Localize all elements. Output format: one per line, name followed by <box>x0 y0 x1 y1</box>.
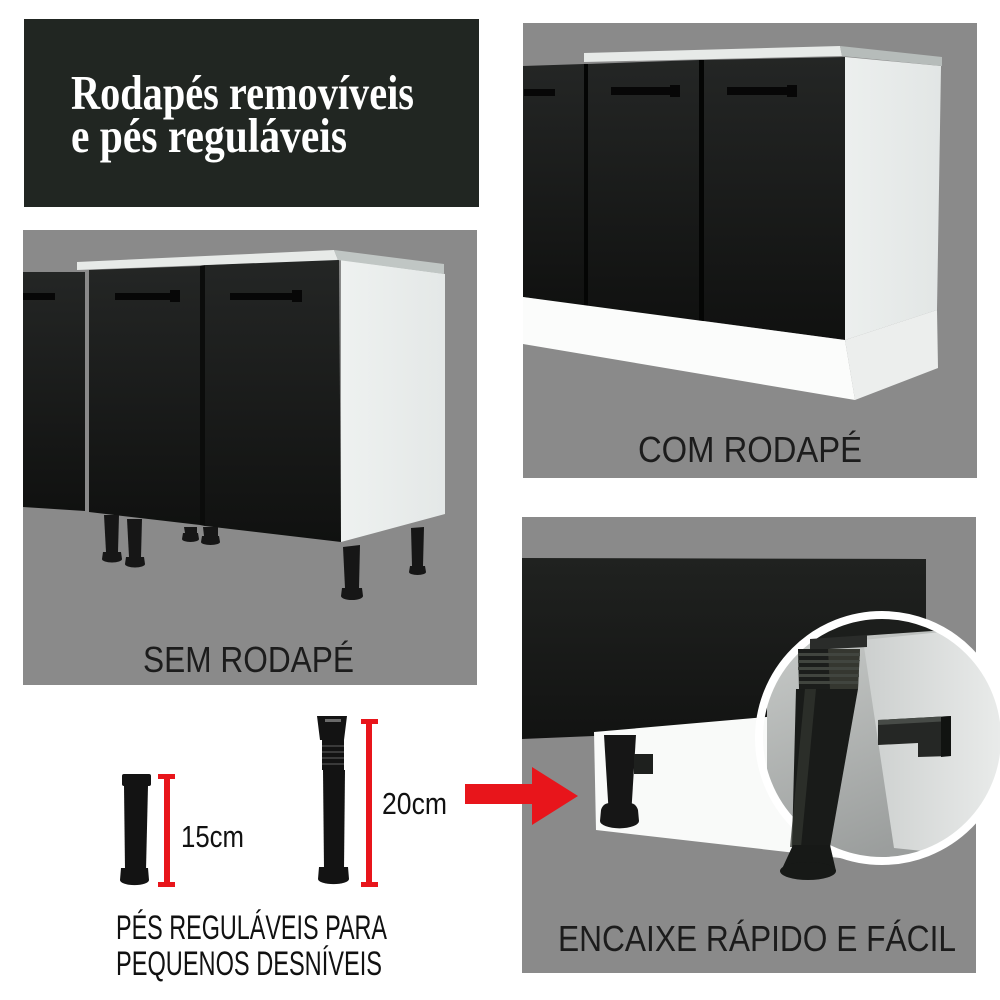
svg-text:SEM RODAPÉ: SEM RODAPÉ <box>143 639 354 680</box>
svg-text:PÉS REGULÁVEIS PARA: PÉS REGULÁVEIS PARA <box>116 909 387 947</box>
svg-text:e pés reguláveis: e pés reguláveis <box>71 108 347 163</box>
svg-text:ENCAIXE RÁPIDO E FÁCIL: ENCAIXE RÁPIDO E FÁCIL <box>558 918 956 959</box>
svg-text:PEQUENOS DESNÍVEIS: PEQUENOS DESNÍVEIS <box>116 945 382 983</box>
svg-text:Rodapés removíveis: Rodapés removíveis <box>71 65 414 120</box>
svg-text:15cm: 15cm <box>181 819 244 854</box>
svg-text:COM RODAPÉ: COM RODAPÉ <box>638 429 862 470</box>
svg-text:20cm: 20cm <box>382 786 447 821</box>
